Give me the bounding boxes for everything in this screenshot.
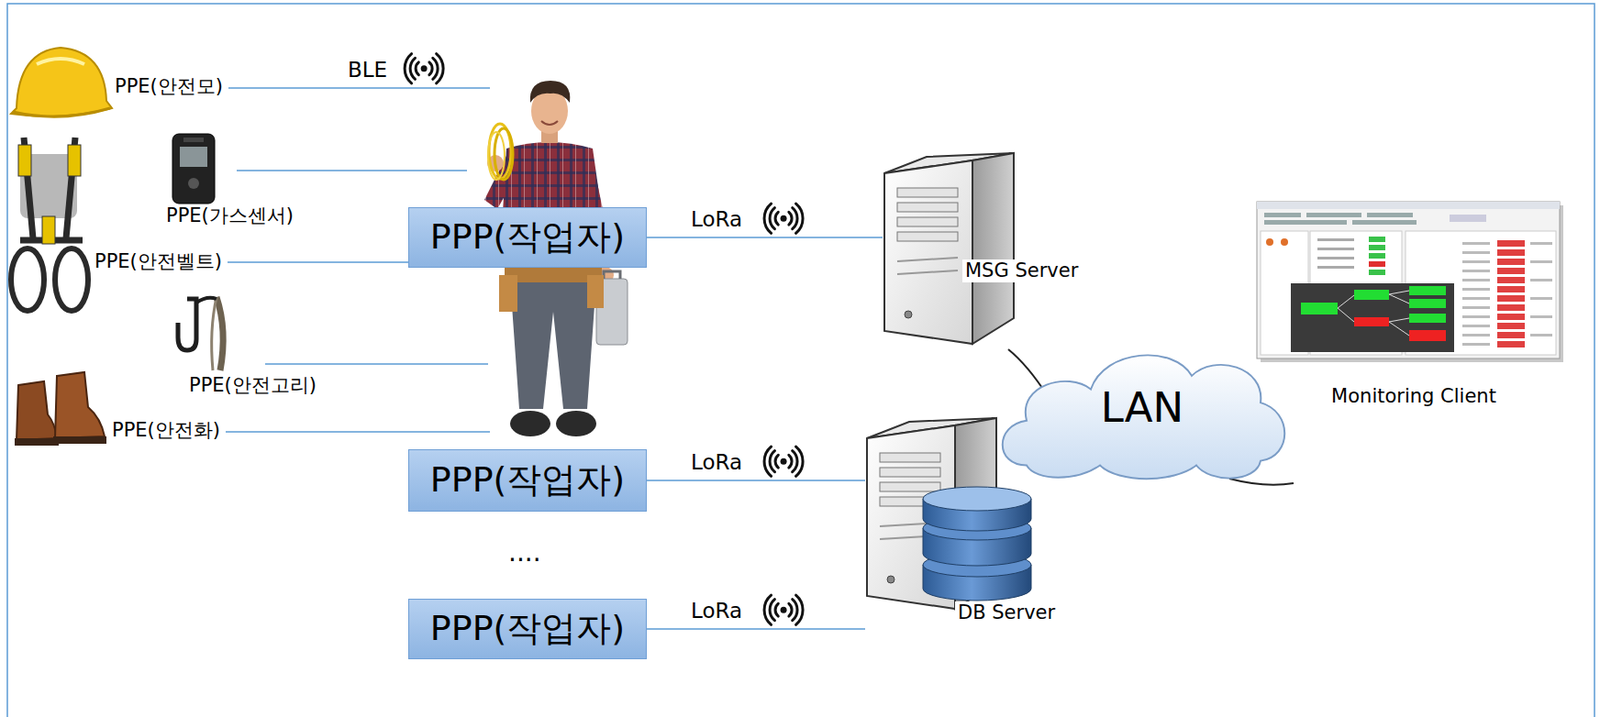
database-cylinder [922,487,1032,601]
signal-dot [780,458,788,466]
helmet-picture [11,47,112,117]
cloud-outline [1002,355,1286,479]
signal-arc [769,600,775,622]
leader-line [225,431,490,433]
node-text: Monitoring Client [1256,385,1571,409]
edge-label: LoRa [690,599,743,625]
signal-arc [764,446,772,477]
signal-arc [433,57,438,79]
process-box: PPP(작업자) [408,599,647,660]
edge-label: LoRa [690,207,743,234]
signal-arc [792,208,798,230]
edge-label: LoRa [690,450,743,477]
cloud-wire [1229,478,1294,486]
server-node: MSG Server [882,151,1085,349]
harness-picture [11,137,89,312]
connector-line [646,236,883,238]
connector-line [646,628,866,630]
monitoring-screenshot [1256,201,1564,363]
equipment-label: PPE(안전화) [111,419,221,443]
signal-arc [788,211,792,225]
equipment-label: PPE(가스센서) [166,204,294,228]
node-text: MSG Server [962,259,1081,283]
signal-dot [780,607,788,614]
leader-line [236,169,467,171]
signal-arc [415,62,419,76]
process-box: PPP(작업자) [408,207,647,268]
signal-arc [404,54,412,84]
signal-icon [404,54,444,84]
network-cloud: LAN [989,331,1295,486]
boots-picture [14,372,107,446]
protocol-label: BLE [347,57,388,84]
signal-arc [792,451,798,473]
signal-arc [796,446,804,477]
signal-arc [792,600,798,622]
server-node: DB Server [865,416,1062,635]
signal-arc [436,54,445,84]
signal-icon [764,203,803,234]
process-box: PPP(작업자) [408,449,647,512]
node-text: PPP(작업자) [430,459,625,502]
signal-arc [775,455,778,468]
equipment-label: PPE(안전모) [114,75,223,99]
ellipsis-label: .... [508,537,542,569]
monitor-client: Monitoring Client [1256,201,1571,412]
signal-arc [796,595,804,625]
signal-arc [429,62,433,76]
leader-line [228,87,490,89]
server-icon [884,153,1014,345]
signal-arc [764,203,772,234]
signal-icon [764,446,803,477]
node-text: DB Server [955,601,1058,625]
leader-line [265,363,489,365]
equipment-label: PPE(안전벨트) [94,250,223,274]
connector-line [646,479,866,481]
signal-arc [788,603,792,617]
equipment-label: PPE(안전고리) [188,374,317,398]
signal-dot [780,215,788,223]
node-text: LAN [1100,383,1185,434]
lanyard-picture [177,297,223,371]
signal-arc [410,57,415,79]
signal-arc [769,208,775,230]
signal-arc [775,603,778,617]
node-text: PPP(작업자) [430,608,625,651]
signal-arc [775,211,778,225]
signal-arc [788,455,792,468]
signal-arc [764,595,772,625]
node-text: PPP(작업자) [430,216,625,259]
signal-icon [764,595,803,625]
signal-arc [769,451,775,473]
outer-frame [7,3,1595,717]
signal-dot [421,65,428,72]
gas-sensor-picture [172,133,215,204]
signal-arc [796,203,804,234]
